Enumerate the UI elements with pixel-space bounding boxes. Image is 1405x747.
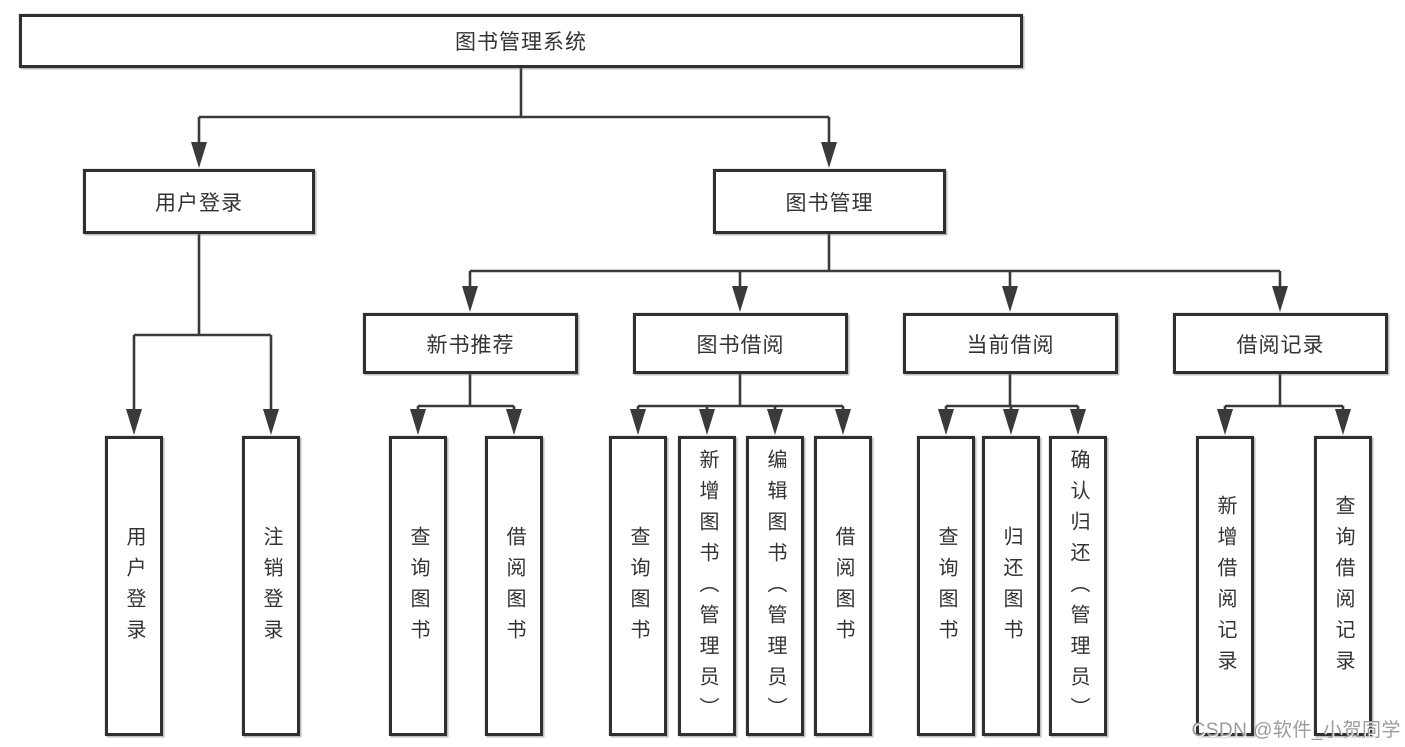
node-label: 新书推荐: [426, 333, 515, 357]
arrow-down-icon: [191, 142, 207, 168]
arrow-down-icon: [263, 409, 279, 435]
node-label: 查询图书: [407, 526, 429, 650]
arrow-down-icon: [630, 409, 646, 435]
node-label: 当前借阅: [966, 333, 1055, 357]
node-label: 查询图书: [935, 526, 957, 650]
leaf-return-books: 归还图书: [982, 436, 1040, 736]
arrow-down-icon: [821, 142, 837, 168]
leaf-borrow-books: 借阅图书: [814, 436, 872, 736]
arrow-down-icon: [1070, 409, 1086, 435]
arrow-down-icon: [1002, 286, 1018, 312]
node-root-system: 图书管理系统: [19, 14, 1023, 68]
node-label: 图书管理: [785, 191, 874, 215]
node-book-management: 图书管理: [713, 169, 946, 234]
node-book-borrow: 图书借阅: [633, 313, 848, 374]
leaf-recommend-borrow-books: 借阅图书: [485, 436, 543, 736]
arrow-down-icon: [938, 409, 954, 435]
leaf-current-query-books: 查询图书: [917, 436, 975, 736]
connector-book-borrow-to-leaves: [636, 374, 845, 411]
connector-current-borrow-to-leaves: [944, 374, 1080, 411]
node-borrow-records: 借阅记录: [1173, 313, 1388, 374]
leaf-user-login: 用户登录: [105, 436, 163, 736]
csdn-watermark: CSDN @软件_小贺同学: [1191, 720, 1401, 741]
node-label: 注销登录: [260, 526, 282, 650]
connector-user-login-to-leaves: [132, 234, 273, 411]
arrow-down-icon: [1003, 409, 1019, 435]
node-label: 用户登录: [123, 526, 145, 650]
connector-borrow-records-to-leaves: [1223, 374, 1345, 411]
node-new-book-recommend: 新书推荐: [363, 313, 578, 374]
node-label: 新增借阅记录: [1214, 495, 1236, 681]
arrow-down-icon: [506, 409, 522, 435]
arrow-down-icon: [1272, 286, 1288, 312]
node-label: 新增图书（管理员）: [696, 448, 718, 728]
node-label: 查询借阅记录: [1332, 495, 1354, 681]
node-label: 图书管理系统: [455, 31, 587, 54]
arrow-down-icon: [126, 409, 142, 435]
node-label: 查询图书: [627, 526, 649, 650]
arrow-down-icon: [767, 409, 783, 435]
arrow-down-icon: [732, 286, 748, 312]
arrow-down-icon: [410, 409, 426, 435]
arrowheads: [126, 142, 1351, 435]
leaf-recommend-query-books: 查询图书: [389, 436, 447, 736]
arrow-down-icon: [835, 409, 851, 435]
node-label: 借阅图书: [503, 526, 525, 650]
node-label: 确认归还（管理员）: [1067, 448, 1089, 728]
leaf-add-books-admin: 新增图书（管理员）: [678, 436, 736, 736]
node-label: 归还图书: [1000, 526, 1022, 650]
node-user-login: 用户登录: [83, 169, 315, 234]
node-current-borrow: 当前借阅: [903, 313, 1118, 374]
connector-new-book-recommend-to-leaves: [416, 374, 516, 411]
leaf-logout: 注销登录: [242, 436, 300, 736]
leaf-borrow-query-books: 查询图书: [609, 436, 667, 736]
connector-book-management-to-level3: [468, 234, 1282, 288]
leaf-edit-books-admin: 编辑图书（管理员）: [746, 436, 804, 736]
node-label: 用户登录: [155, 191, 243, 215]
arrow-down-icon: [1335, 409, 1351, 435]
leaf-confirm-return-admin: 确认归还（管理员）: [1049, 436, 1107, 736]
node-label: 借阅图书: [832, 526, 854, 650]
node-label: 借阅记录: [1236, 333, 1325, 357]
arrow-down-icon: [699, 409, 715, 435]
leaf-query-borrow-record: 查询借阅记录: [1314, 436, 1372, 736]
node-label: 编辑图书（管理员）: [764, 448, 786, 728]
node-label: 图书借阅: [696, 333, 785, 357]
arrow-down-icon: [462, 286, 478, 312]
connector-root-to-level2: [197, 68, 831, 144]
arrow-down-icon: [1217, 409, 1233, 435]
leaf-add-borrow-record: 新增借阅记录: [1196, 436, 1254, 736]
